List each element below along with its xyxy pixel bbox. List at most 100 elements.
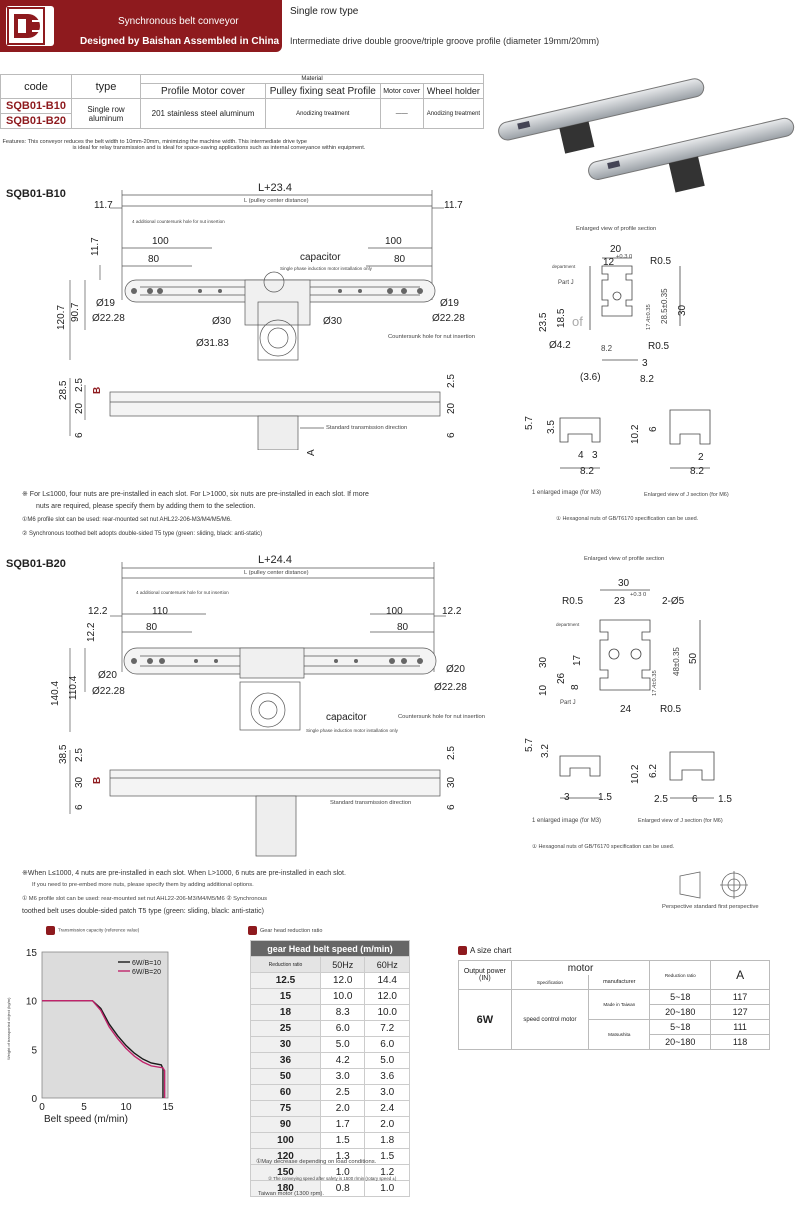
b10-h2-5: 2.5 bbox=[74, 378, 85, 392]
b10-profile-r05b: R0.5 bbox=[648, 341, 670, 352]
b10-d31: Ø31.83 bbox=[196, 338, 229, 349]
b10-profile-w36: (3.6) bbox=[580, 372, 601, 383]
gear-note-3: Taiwan motor (1300 rpm). bbox=[258, 1191, 325, 1197]
b20-profile-w30: 30 bbox=[618, 578, 630, 589]
b20-profile-h48: 48±0.35 bbox=[672, 647, 681, 676]
a-size-a-4: 118 bbox=[710, 1034, 770, 1050]
b20-dim-end-right: 12.2 bbox=[442, 606, 462, 617]
b10-profile-w20: 20 bbox=[610, 244, 622, 255]
product-photo bbox=[490, 62, 800, 222]
b20-dim-h140-4: 140.4 bbox=[50, 680, 61, 706]
b10-profile-h23-5: 23.5 bbox=[538, 312, 549, 332]
legend-label: 6W/B=10 bbox=[132, 960, 161, 967]
b20-detail-drawings bbox=[559, 751, 715, 799]
b20-profile-h30: 30 bbox=[538, 656, 549, 668]
b20-d22-left: Ø22.28 bbox=[92, 686, 125, 697]
a-size-reduction: Reduction ratio bbox=[649, 960, 712, 990]
b10-title: SQB01-B10 bbox=[6, 188, 66, 200]
b20-note-2: If you need to pre-embed more nuts, plea… bbox=[32, 882, 254, 888]
b10-h28-5: 28.5 bbox=[58, 380, 69, 400]
banner-title: Synchronous belt conveyor bbox=[118, 16, 239, 27]
brand-logo bbox=[6, 6, 54, 46]
y-tick-label: 10 bbox=[26, 997, 38, 1008]
b20-dim-end-left: 12.2 bbox=[88, 606, 108, 617]
b20-h38-5: 38.5 bbox=[58, 744, 69, 764]
b10-profile-h18-5: 18.5 bbox=[556, 308, 567, 328]
b20-dim-center: L (pulley center distance) bbox=[244, 570, 309, 576]
b10-detail-d57: 5.7 bbox=[524, 416, 535, 430]
b10-profile-title: Enlarged view of profile section bbox=[576, 226, 657, 232]
gear-cell-b: 2.4 bbox=[364, 1100, 410, 1117]
gear-note-2: ② The conveying speed after safety is 15… bbox=[268, 1176, 397, 1181]
b10-detail-w4: 4 bbox=[578, 450, 584, 461]
profile-value: Anodizing treatment bbox=[265, 98, 381, 129]
col-motor-cover: Motor cover bbox=[379, 83, 424, 99]
b10-note-3: ①M6 profile slot can be used: rear-mount… bbox=[22, 517, 232, 523]
load-chart-ylabel: Weight of transported object (kg/m) bbox=[6, 997, 11, 1060]
a-size-speed-control: speed control motor bbox=[510, 989, 590, 1050]
b20-h6: 6 bbox=[74, 804, 85, 810]
b10-note-2: nuts are required, please specify them b… bbox=[36, 503, 256, 510]
b10-d22-left: Ø22.28 bbox=[92, 313, 125, 324]
b20-dim-100: 100 bbox=[386, 606, 403, 617]
gear-cell-r: 12.5 bbox=[250, 972, 321, 989]
b10-hex-note: ① Hexagonal nuts of GB/T6170 specificati… bbox=[556, 516, 699, 522]
b10-a: A bbox=[306, 449, 317, 456]
b20-nut-note: 4 additional countersunk hole for nut in… bbox=[136, 590, 229, 595]
b20-d20-right: Ø20 bbox=[446, 664, 465, 675]
b20-detail-d32: 3.2 bbox=[540, 744, 551, 758]
gear-col-60: 60Hz bbox=[364, 956, 410, 973]
b20-profile-partj: Part J bbox=[560, 700, 576, 706]
b20-dim-total: L+24.4 bbox=[258, 554, 292, 566]
spec-table: code type Material Profile Motor cover P… bbox=[0, 74, 485, 157]
gear-cell-a: 0.8 bbox=[319, 1180, 366, 1197]
gear-header: gear Head belt speed (m/min) bbox=[250, 940, 410, 957]
b10-dim-h120-7: 120.7 bbox=[56, 304, 67, 330]
a-size-motor: motor bbox=[510, 960, 651, 975]
gear-cell-r: 25 bbox=[250, 1020, 321, 1037]
b20-d20-left: Ø20 bbox=[98, 670, 117, 681]
a-size-a-3: 111 bbox=[710, 1019, 770, 1035]
gear-cell-r: 50 bbox=[250, 1068, 321, 1085]
b20-r6: 6 bbox=[446, 804, 457, 810]
b20-note-3: ① M6 profile slot can be used: rear-moun… bbox=[22, 896, 267, 902]
b10-dim-h11-7: 11.7 bbox=[90, 237, 101, 256]
b10-r6: 6 bbox=[446, 432, 457, 438]
a-size-a-2: 127 bbox=[710, 1004, 770, 1020]
b10-d22-right: Ø22.28 bbox=[432, 313, 465, 324]
gear-cell-a: 5.0 bbox=[319, 1036, 366, 1053]
gear-ratio-label: Reduction ratio bbox=[250, 956, 321, 973]
gear-cell-a: 1.5 bbox=[319, 1132, 366, 1149]
b20-profile-dep: department bbox=[556, 622, 580, 627]
gear-cell-r: 15 bbox=[250, 988, 321, 1005]
b20-profile-h50: 50 bbox=[688, 652, 699, 664]
a-size-made-taiwan: Made in Taiwan bbox=[588, 989, 651, 1020]
series-line-1 bbox=[42, 999, 164, 1098]
b20-profile-d25: 2-Ø5 bbox=[662, 596, 685, 607]
gear-cell-a: 6.0 bbox=[319, 1020, 366, 1037]
series-line-2 bbox=[42, 999, 166, 1098]
plot-area bbox=[41, 951, 169, 1099]
load-chart-title: Transmission capacity (reference value) bbox=[46, 926, 139, 935]
b10-b: B bbox=[92, 386, 103, 394]
b20-capacitor: capacitor bbox=[326, 712, 367, 723]
b20-profile-h26: 26 bbox=[556, 672, 567, 684]
b20-d22-right: Ø22.28 bbox=[434, 682, 467, 693]
b10-countersunk: Countersunk hole for nut insertion bbox=[388, 334, 476, 340]
b10-detail-d6: 6 bbox=[648, 426, 659, 432]
b10-note-1: ※ For L≤1000, four nuts are pre-installe… bbox=[22, 491, 369, 498]
gear-cell-a: 3.0 bbox=[319, 1068, 366, 1085]
gear-cell-r: 18 bbox=[250, 1004, 321, 1021]
bullet-icon bbox=[46, 926, 55, 935]
a-size-matsushita: Matsushita bbox=[588, 1019, 651, 1050]
a-size-table: Output power (IN) motor Reduction ratio … bbox=[458, 960, 770, 1050]
gear-cell-b: 14.4 bbox=[364, 972, 410, 989]
x-tick-label: 0 bbox=[39, 1102, 45, 1113]
b10-nut-note: 4 additional countersunk hole for nut in… bbox=[132, 219, 225, 224]
